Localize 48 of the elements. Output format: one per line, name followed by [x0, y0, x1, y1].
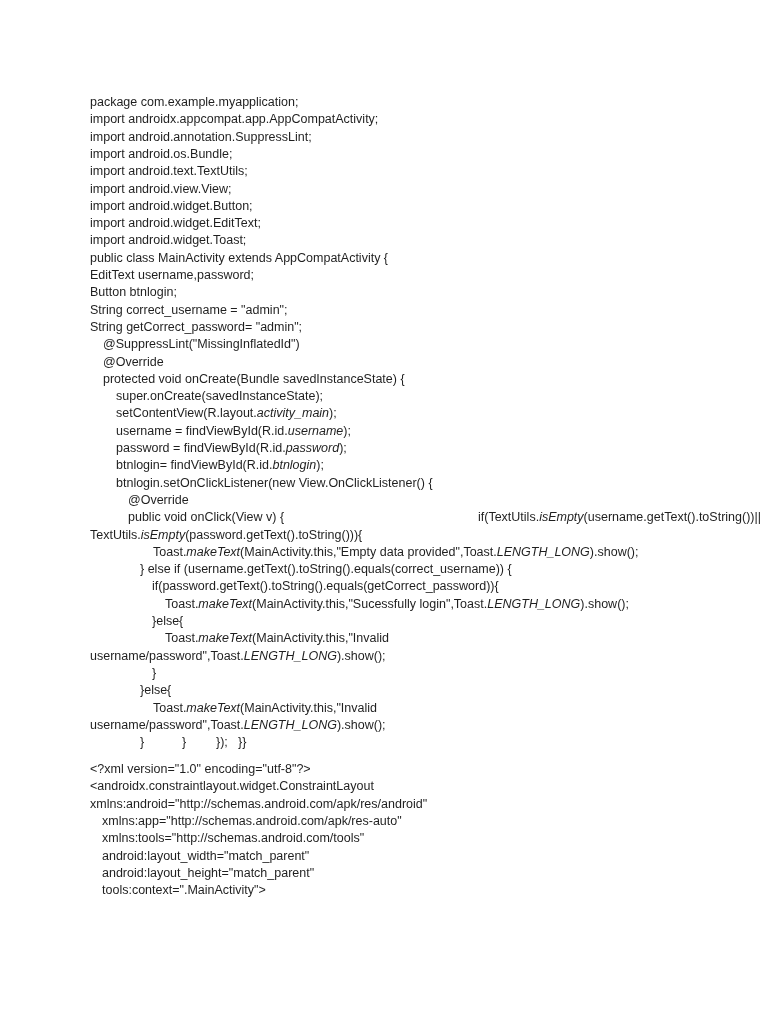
code-line: Toast.makeText(MainActivity.this,"Sucessfully login",Toast.LENGTH_LONG).show();: [165, 595, 629, 613]
code-line: protected void onCreate(Bundle savedInstanceState) {: [103, 370, 405, 388]
code-line: }else{: [152, 613, 184, 630]
code-line: btnlogin.setOnClickListener(new View.OnClickListener() {: [116, 474, 433, 492]
code-line: @Override: [103, 353, 164, 371]
code-line: <?xml version="1.0" encoding="utf-8"?>: [90, 761, 311, 778]
code-line: package com.example.myapplication;: [90, 94, 299, 111]
code-line: TextUtils.isEmpty(password.getText().toString())){: [90, 526, 363, 544]
code-line: android:layout_height="match_parent": [102, 864, 315, 882]
code-line: String correct_username = "admin";: [90, 301, 288, 319]
code-line: }}: [238, 734, 247, 752]
code-line: EditText username,password;: [90, 267, 254, 284]
code-line: }: [182, 734, 187, 752]
code-line: }: [140, 734, 145, 752]
code-line: import android.view.View;: [90, 180, 232, 198]
code-line: String getCorrect_password= "admin";: [90, 318, 303, 336]
code-line: @SuppressLint("MissingInflatedId"): [103, 336, 300, 354]
code-line: Toast.makeText(MainActivity.this,"Invalid username/password",Toast.LENGTH_LONG).show();: [90, 630, 390, 665]
code-line: xmlns:app="http://schemas.android.com/apk/res-auto": [102, 812, 402, 830]
code-line: if(TextUtils.isEmpty(username.getText().toString())||: [478, 509, 761, 527]
code-line: }: [152, 664, 157, 682]
code-line: username = findViewById(R.id.username);: [116, 422, 351, 440]
code-line: import android.widget.EditText;: [90, 215, 261, 233]
code-line: import android.annotation.SuppressLint;: [90, 128, 312, 146]
code-line: btnlogin= findViewById(R.id.btnlogin);: [116, 457, 324, 475]
code-line: Toast.makeText(MainActivity.this,"Invalid username/password",Toast.LENGTH_LONG).show();: [90, 699, 387, 734]
code-line: public void onClick(View v) {: [128, 509, 285, 527]
code-line: if(password.getText().toString().equals(getCorrect_password)){: [152, 578, 499, 596]
code-line: });: [216, 734, 228, 752]
code-line: @Override: [128, 491, 189, 509]
code-line: import android.widget.Button;: [90, 197, 253, 215]
code-line: Toast.makeText(MainActivity.this,"Empty data provided",Toast.LENGTH_LONG).show();: [153, 543, 639, 561]
code-line: setContentView(R.layout.activity_main);: [116, 405, 337, 423]
code-line: Button btnlogin;: [90, 284, 177, 302]
code-line: xmlns:tools="http://schemas.android.com/tools": [102, 830, 365, 848]
code-line: public class MainActivity extends AppCompatActivity {: [90, 249, 389, 267]
code-line: import android.text.TextUtils;: [90, 163, 248, 181]
code-line: <androidx.constraintlayout.widget.ConstraintLayout: [90, 778, 374, 796]
code-line: android:layout_width="match_parent": [102, 847, 310, 865]
code-line: import android.widget.Toast;: [90, 232, 247, 250]
code-line: tools:context=".MainActivity">: [102, 882, 266, 900]
code-line: } else if (username.getText().toString().equals(correct_username)) {: [140, 561, 512, 579]
code-line: import androidx.appcompat.app.AppCompatActivity;: [90, 111, 379, 129]
code-line: xmlns:android="http://schemas.android.com/apk/res/android": [90, 795, 428, 813]
code-line: password = findViewById(R.id.password);: [116, 440, 347, 457]
code-line: super.onCreate(savedInstanceState);: [116, 388, 324, 406]
code-line: import android.os.Bundle;: [90, 145, 233, 163]
code-line: }else{: [140, 682, 172, 700]
